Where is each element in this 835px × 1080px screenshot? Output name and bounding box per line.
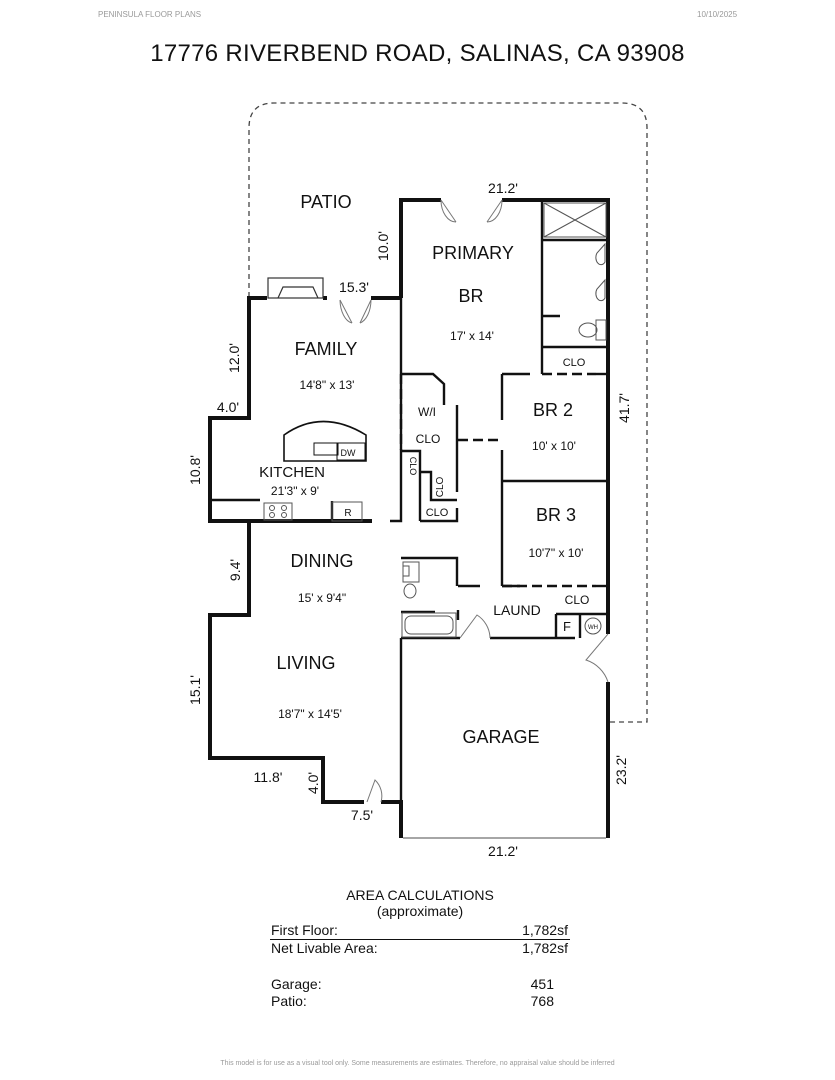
area-value: 451 — [530, 976, 554, 992]
page-title: 17776 RIVERBEND ROAD, SALINAS, CA 93908 — [150, 40, 685, 67]
exterior-walls — [208, 198, 610, 838]
room-family: FAMILY — [295, 339, 358, 359]
dim-bottom-left: 11.8' — [254, 769, 283, 785]
room-br2: BR 2 — [533, 400, 573, 420]
kitchen-island — [283, 420, 367, 462]
area-value: 1,782sf — [522, 940, 568, 956]
dim-bottom-jog: 4.0' — [305, 772, 321, 794]
area-label: First Floor: — [271, 922, 338, 938]
area-title: AREA CALCULATIONS — [346, 887, 494, 903]
dim-jog: 4.0' — [217, 399, 239, 415]
room-dining: DINING — [291, 551, 354, 571]
company-name: PENINSULA FLOOR PLANS — [98, 10, 202, 19]
dim-top-width: 21.2' — [488, 180, 518, 196]
family-size: 14'8" x 13' — [300, 378, 355, 392]
disclaimer: This model is for use as a visual tool o… — [220, 1060, 615, 1067]
dim-family-left: 12.0' — [226, 343, 242, 373]
interior-walls — [210, 200, 608, 838]
primary-size: 17' x 14' — [450, 329, 494, 343]
room-primary: PRIMARY — [432, 243, 514, 263]
dishwasher-label: DW — [341, 448, 356, 458]
br3-size: 10'7" x 10' — [529, 546, 584, 560]
dim-patio-depth: 10.0' — [375, 231, 391, 261]
closet-hall-small: CLO — [435, 476, 446, 497]
room-garage: GARAGE — [462, 727, 539, 747]
area-label: Garage: — [271, 976, 322, 992]
area-row-garage: Garage: 451 — [270, 976, 570, 993]
area-row-net-livable: Net Livable Area: 1,782sf — [270, 940, 570, 957]
dim-garage-depth: 23.2' — [613, 755, 629, 785]
doors — [339, 199, 609, 803]
closet-hall: CLO — [426, 507, 449, 519]
water-heater-icon — [584, 617, 602, 635]
counter-appliances — [263, 501, 363, 522]
room-kitchen: KITCHEN — [259, 464, 325, 481]
area-calculations: AREA CALCULATIONS (approximate) First Fl… — [270, 887, 570, 1010]
dim-living-left: 15.1' — [187, 675, 203, 705]
room-wi-clo: CLO — [416, 432, 441, 446]
room-living: LIVING — [276, 653, 335, 673]
patio-outline — [248, 102, 648, 723]
fireplace — [267, 277, 324, 299]
area-label: Net Livable Area: — [271, 940, 378, 956]
living-size: 18'7" x 14'5' — [278, 707, 342, 721]
room-laundry: LAUND — [493, 602, 540, 618]
room-wi: W/I — [418, 405, 436, 419]
area-label: Patio: — [271, 993, 307, 1009]
dim-garage-width: 21.2' — [488, 843, 518, 859]
closet-br3: CLO — [565, 593, 590, 607]
area-value: 1,782sf — [522, 922, 568, 938]
furnace-label: F — [563, 619, 571, 634]
dim-patio-width: 15.3' — [339, 279, 369, 295]
room-patio: PATIO — [300, 192, 351, 212]
dimension-labels: 21.2' 10.0' 15.3' 41.7' 12.0' 4.0' 10.8'… — [187, 180, 632, 859]
water-heater-label: WH — [588, 625, 598, 631]
closet-primary: CLO — [563, 357, 586, 369]
kitchen-size: 21'3" x 9' — [271, 484, 319, 498]
dim-kitchen-left: 10.8' — [187, 455, 203, 485]
plan-date: 10/10/2025 — [697, 10, 738, 19]
refrigerator-label: R — [344, 508, 351, 519]
dining-size: 15' x 9'4" — [298, 591, 346, 605]
bathroom-fixtures — [401, 202, 607, 638]
room-br3: BR 3 — [536, 505, 576, 525]
closet-vertical: CLO — [408, 457, 418, 476]
area-row-first-floor: First Floor: 1,782sf — [270, 922, 570, 940]
closet-door-lines — [399, 372, 596, 588]
dim-dining-left: 9.4' — [227, 559, 243, 581]
area-subtitle: (approximate) — [376, 903, 464, 919]
dim-right-depth: 41.7' — [616, 393, 632, 423]
dim-entry-width: 7.5' — [351, 807, 373, 823]
area-value: 768 — [530, 993, 554, 1009]
area-row-patio: Patio: 768 — [270, 993, 570, 1010]
room-primary-br: BR — [458, 286, 483, 306]
room-labels: PATIO PRIMARY BR 17' x 14' FAMILY 14'8" … — [259, 192, 598, 747]
br2-size: 10' x 10' — [532, 439, 576, 453]
